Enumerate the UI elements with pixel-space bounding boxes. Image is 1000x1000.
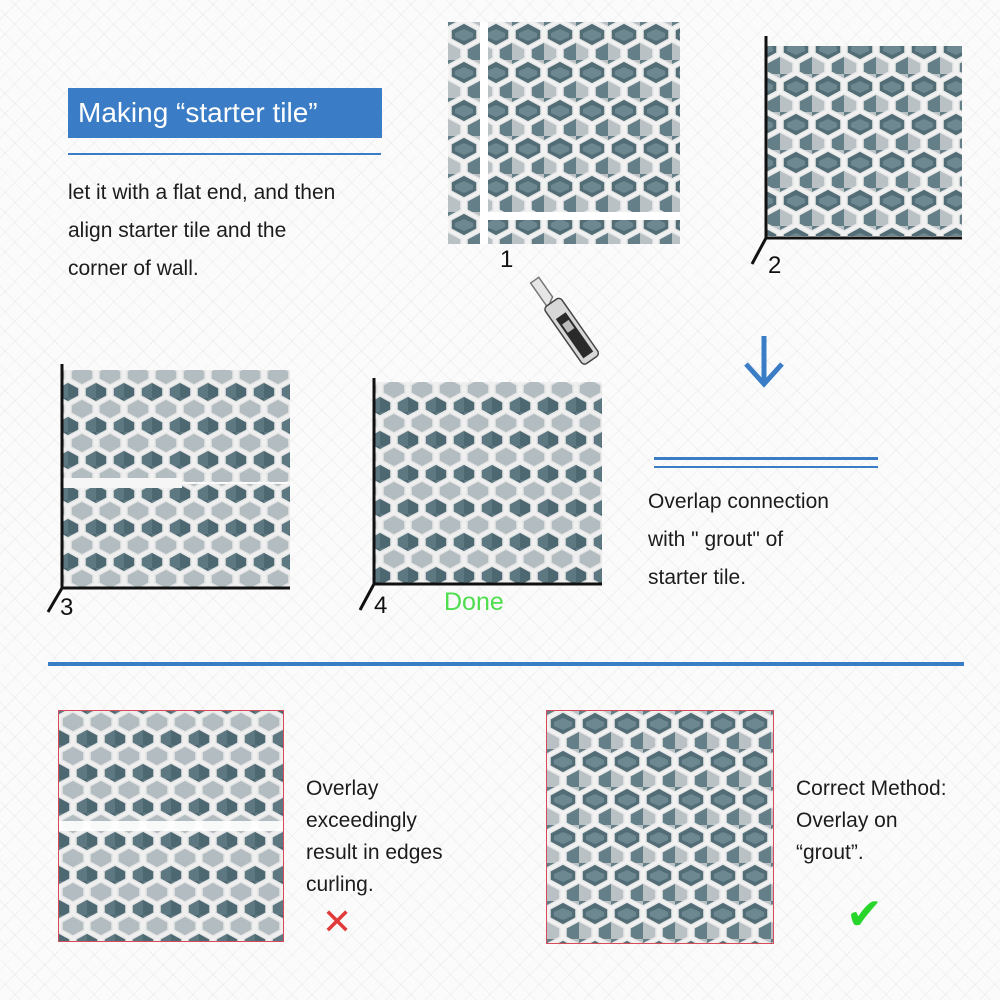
right-line-1: Correct Method: [796,777,947,800]
overlap-line-2: with " grout" of [648,528,784,551]
overlap-instructions: Overlap connection with " grout" of star… [648,483,988,597]
down-arrow-icon [744,336,784,388]
wrong-line-4: curling. [306,873,374,896]
section-divider [48,662,964,666]
starter-line-2: align starter tile and the [68,219,287,242]
overlap-line-3: starter tile. [648,566,747,589]
right-line-2: Overlay on [796,809,898,832]
step3-image [46,364,290,613]
step2-number: 2 [768,252,782,279]
starter-line-3: corner of wall. [68,257,199,280]
step4-image [358,378,602,611]
wrong-line-1: Overlay [306,777,379,800]
wrong-method-text: Overlay exceedingly result in edges curl… [306,773,443,901]
step3-number: 3 [60,594,74,621]
title-underline [68,153,381,155]
checkmark-icon: ✔ [846,890,883,939]
starter-line-1: let it with a flat end, and then [68,181,336,204]
right-line-3: “grout”. [796,841,864,864]
wrong-line-2: exceedingly [306,809,417,832]
step1-number: 1 [500,246,514,273]
right-method-image [546,710,774,944]
wrong-method-image [58,710,284,942]
wrong-line-3: result in edges [306,841,443,864]
overlap-rule-bottom [654,466,878,468]
step2-image [750,36,962,265]
step1-tile-image [448,22,680,244]
right-method-text: Correct Method: Overlay on “grout”. [796,773,947,869]
cross-icon: ✕ [322,901,353,942]
starter-instructions: let it with a flat end, and then align s… [68,174,408,288]
overlap-rule-top [654,457,878,460]
section-title: Making “starter tile” [68,88,382,138]
step4-number: 4 [374,592,388,619]
utility-knife-icon [529,276,600,365]
done-label: Done [444,588,504,616]
overlap-line-1: Overlap connection [648,490,829,513]
